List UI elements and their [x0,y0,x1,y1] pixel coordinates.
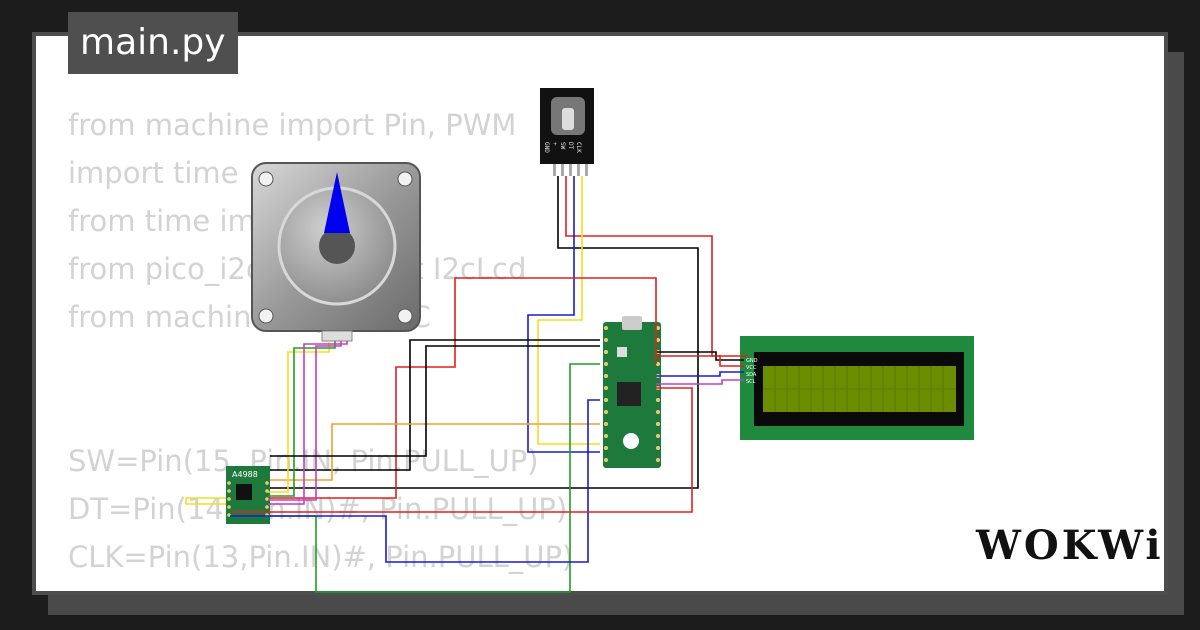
lcd-pin-label: SCL [746,379,756,385]
a4988-driver[interactable]: A4988 [226,466,270,524]
raspberry-logo-icon [623,433,639,449]
raspberry-pi-pico[interactable] [603,316,661,468]
lcd-pin-label: VCC [746,365,757,371]
driver-label: A4988 [232,470,258,479]
lcd-display[interactable]: GND VCC SDA SCL [740,336,974,440]
rotary-encoder[interactable]: GND + SW DT CLK [540,88,594,176]
motor-needle-icon [324,172,350,233]
encoder-pin-label: GND [543,142,550,153]
encoder-pin-label: CLK [575,142,582,153]
encoder-pin-label: + [551,142,558,146]
wokwi-logo: WOKWi [976,522,1164,569]
stepper-motor[interactable] [251,162,421,342]
file-tab[interactable]: main.py [68,12,238,74]
code-line: import time [68,156,239,190]
lcd-pin-label: SDA [746,372,757,378]
lcd-pin-label: GND [746,358,758,364]
wires [185,176,748,593]
code-line: CLK=Pin(13,Pin.IN)#, Pin.PULL_UP) [68,540,574,574]
encoder-pin-label: SW [559,142,566,150]
code-line: from machine import Pin, PWM [68,108,517,142]
encoder-pin-label: DT [567,142,574,150]
project-preview-card [32,32,1168,595]
